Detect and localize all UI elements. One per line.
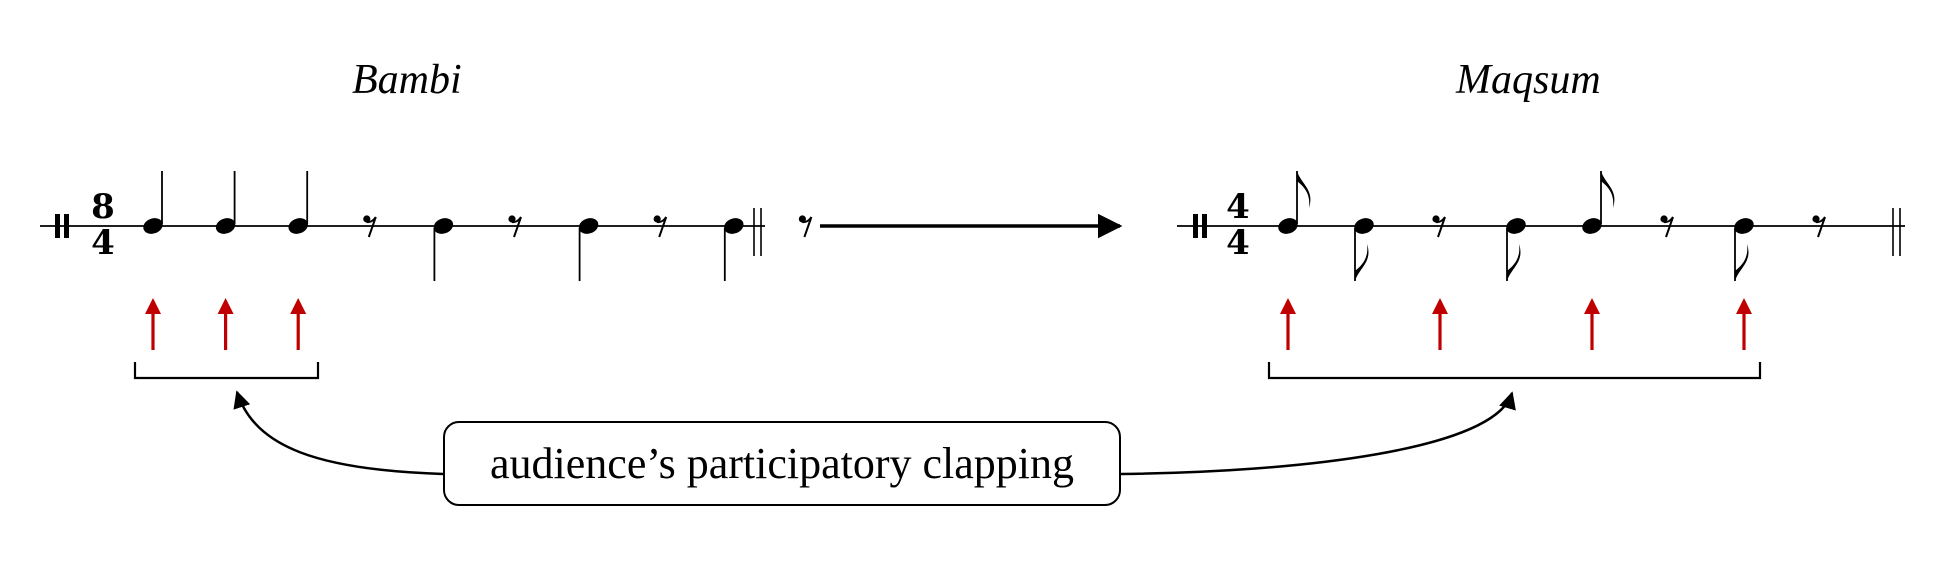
end-barline-left <box>753 208 762 256</box>
callout-arrow-right <box>1120 391 1516 476</box>
rhythm-pattern-right <box>1278 171 1826 281</box>
quarter-note <box>578 218 599 281</box>
time-signature-right-bottom: 4 <box>1226 223 1250 263</box>
time-signature-right-top: 4 <box>1226 187 1250 227</box>
eighth-rest <box>1812 215 1826 238</box>
percussion-clef-right <box>1193 214 1207 238</box>
eighth-rest <box>363 215 377 238</box>
callout-arrow-left <box>233 390 444 476</box>
quarter-note <box>723 218 744 281</box>
clap-arrow <box>1584 298 1600 350</box>
percussion-clef-left <box>55 214 69 238</box>
clap-bracket-left <box>133 362 320 380</box>
caption-box: audience’s participatory clapping <box>443 421 1121 506</box>
time-signature-left-top: 8 <box>91 187 115 227</box>
eighth-note <box>1354 218 1374 281</box>
clap-arrow <box>290 298 307 350</box>
clap-arrow <box>1432 298 1448 350</box>
clap-markers-right <box>1280 298 1752 350</box>
eighth-rest <box>1432 215 1446 238</box>
clap-markers-left <box>145 298 307 350</box>
eighth-note <box>1582 171 1615 234</box>
quarter-note <box>215 171 236 234</box>
time-signature-left-bottom: 4 <box>91 223 115 263</box>
clap-arrow <box>1280 298 1296 350</box>
eighth-rest <box>1660 215 1674 238</box>
eighth-rest <box>653 215 668 238</box>
clap-arrow <box>217 298 234 350</box>
quarter-note <box>143 171 163 234</box>
title-bambi: Bambi <box>352 57 462 103</box>
clap-arrow <box>145 298 161 350</box>
title-maqsum: Maqsum <box>1456 57 1601 103</box>
end-barline-right <box>1892 208 1901 256</box>
eighth-rest <box>508 215 522 238</box>
eighth-rest <box>798 215 813 238</box>
clap-bracket-right <box>1267 362 1762 380</box>
quarter-note <box>433 218 454 281</box>
caption-text: audience’s participatory clapping <box>490 439 1074 488</box>
quarter-note <box>288 171 309 234</box>
eighth-note <box>1506 218 1526 281</box>
rhythm-pattern-left <box>143 171 813 281</box>
eighth-note <box>1734 218 1754 281</box>
eighth-note <box>1278 171 1311 234</box>
clap-arrow <box>1736 298 1752 350</box>
